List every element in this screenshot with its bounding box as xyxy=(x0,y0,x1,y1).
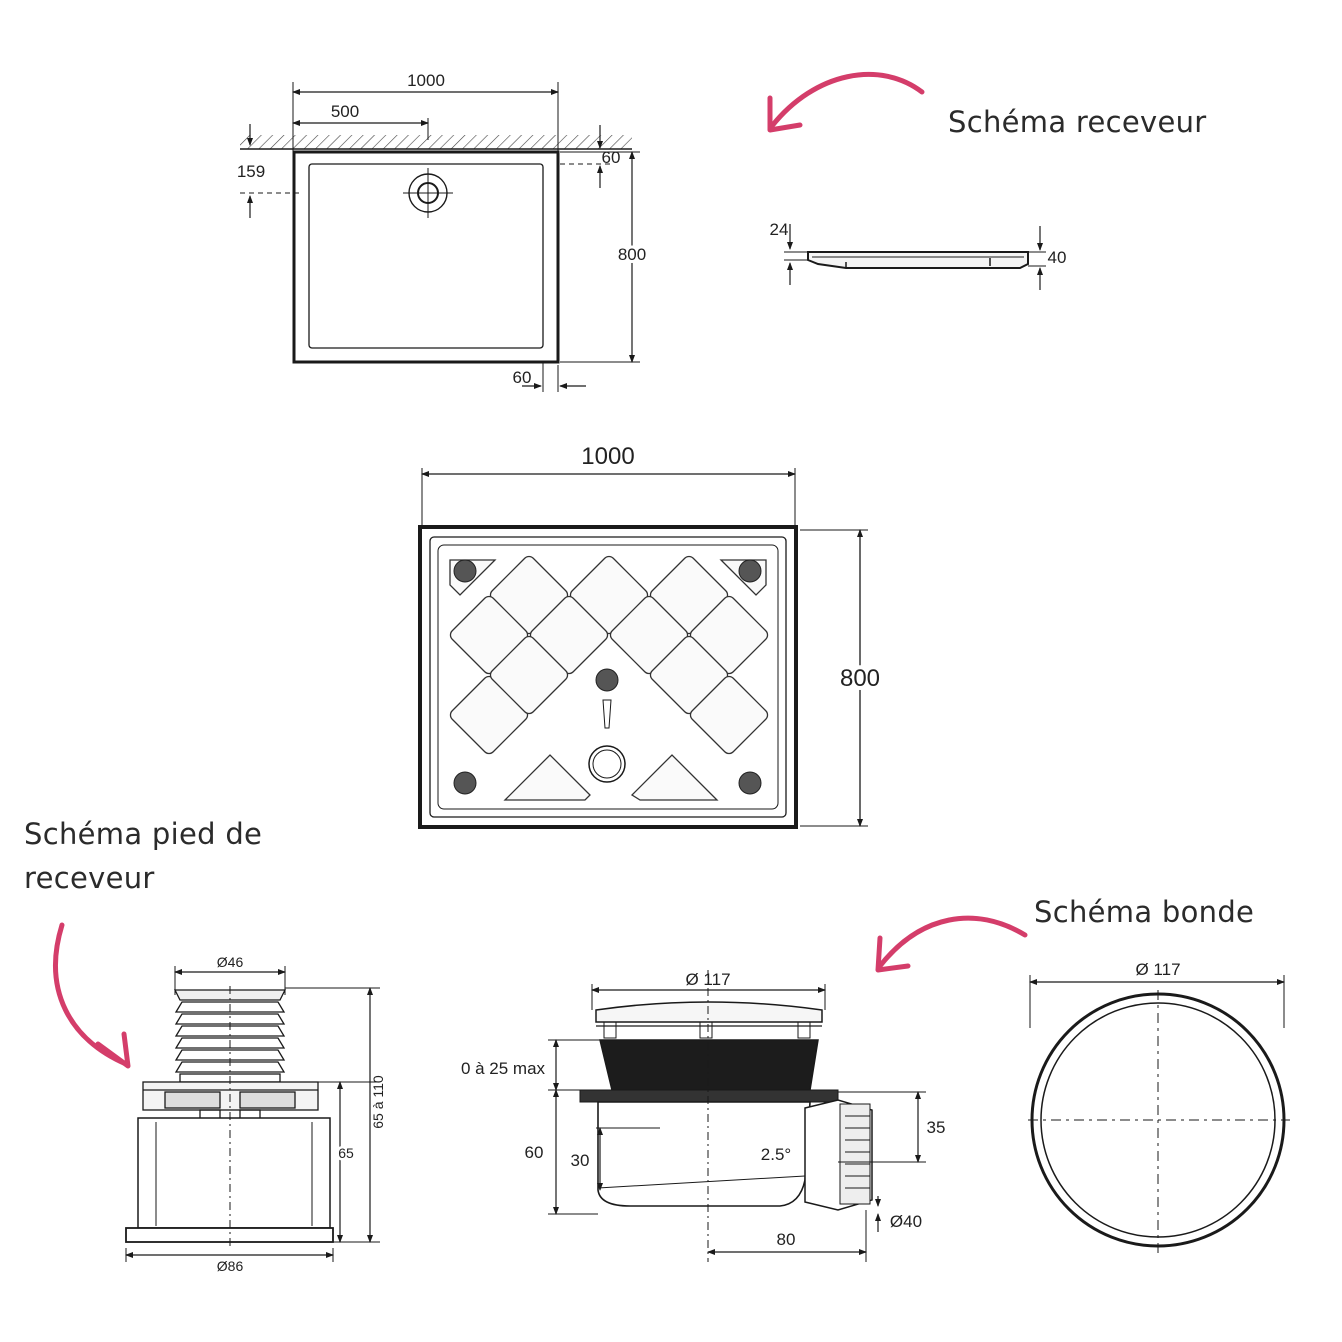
drain-diameter-117: Ø 117 xyxy=(685,970,730,989)
tray-side-profile xyxy=(784,224,1046,290)
drain-side-drawing xyxy=(548,970,926,1262)
foot-body xyxy=(137,1117,331,1229)
pink-arrowhead-pied xyxy=(95,1031,131,1069)
underside-depth-800: 800 xyxy=(840,665,880,692)
label-schema-pied-line1: Schéma pied de xyxy=(24,817,263,851)
wall-hatch xyxy=(240,135,632,149)
foot-threaded-rod xyxy=(173,989,287,1083)
drain-offset-80: 80 xyxy=(777,1230,796,1249)
pink-arrow-bonde xyxy=(877,915,1028,969)
label-schema-pied-line2: receveur xyxy=(24,861,155,895)
foot-body-height: 65 xyxy=(338,1145,354,1161)
pink-arrow-pied xyxy=(53,922,129,1067)
rib-grid xyxy=(449,555,769,801)
plan-drain-offset-159: 159 xyxy=(237,162,265,181)
drain-height-60: 60 xyxy=(525,1143,544,1162)
tray-plan-view xyxy=(240,82,640,392)
drain-adjust-ring xyxy=(599,1039,819,1091)
plan-side-margin-60: 60 xyxy=(513,368,532,387)
profile-shape xyxy=(807,251,1029,269)
corner-feet-pads xyxy=(453,559,762,795)
plan-depth-800: 800 xyxy=(618,245,646,264)
drain-cover xyxy=(595,1001,823,1023)
label-schema-bonde: Schéma bonde xyxy=(1034,895,1255,929)
plan-width-1000: 1000 xyxy=(407,71,445,90)
pink-arrowhead-receveur xyxy=(767,95,803,133)
profile-edge-24: 24 xyxy=(770,220,789,239)
plan-top-margin-60: 60 xyxy=(602,148,621,167)
underside-drain-ring xyxy=(588,745,626,783)
foot-top-diameter: Ø46 xyxy=(217,954,244,970)
pink-arrowhead-bonde xyxy=(875,935,911,973)
label-schema-receveur: Schéma receveur xyxy=(948,105,1207,139)
drain-outlet-35: 35 xyxy=(927,1118,946,1137)
drain-outlet-diameter: Ø40 xyxy=(890,1212,922,1231)
tray-underside-view xyxy=(418,468,868,829)
tray-basin xyxy=(308,163,544,349)
pink-arrow-receveur xyxy=(769,71,925,129)
drain-top-drawing xyxy=(1028,975,1290,1255)
plan-half-width-500: 500 xyxy=(331,102,359,121)
drain-flange xyxy=(579,1089,839,1103)
tray-outline xyxy=(292,150,560,364)
foot-base-diameter: Ø86 xyxy=(217,1258,244,1274)
underside-width-1000: 1000 xyxy=(581,443,634,470)
foot-height-range: 65 à 110 xyxy=(370,1075,386,1129)
drain-adjust-range: 0 à 25 max xyxy=(461,1059,546,1078)
foot-drawing xyxy=(125,966,380,1262)
drain-top-diameter: Ø 117 xyxy=(1135,960,1180,979)
drain-inner-30: 30 xyxy=(571,1151,590,1170)
profile-height-40: 40 xyxy=(1048,248,1067,267)
drain-angle: 2.5° xyxy=(761,1145,791,1164)
